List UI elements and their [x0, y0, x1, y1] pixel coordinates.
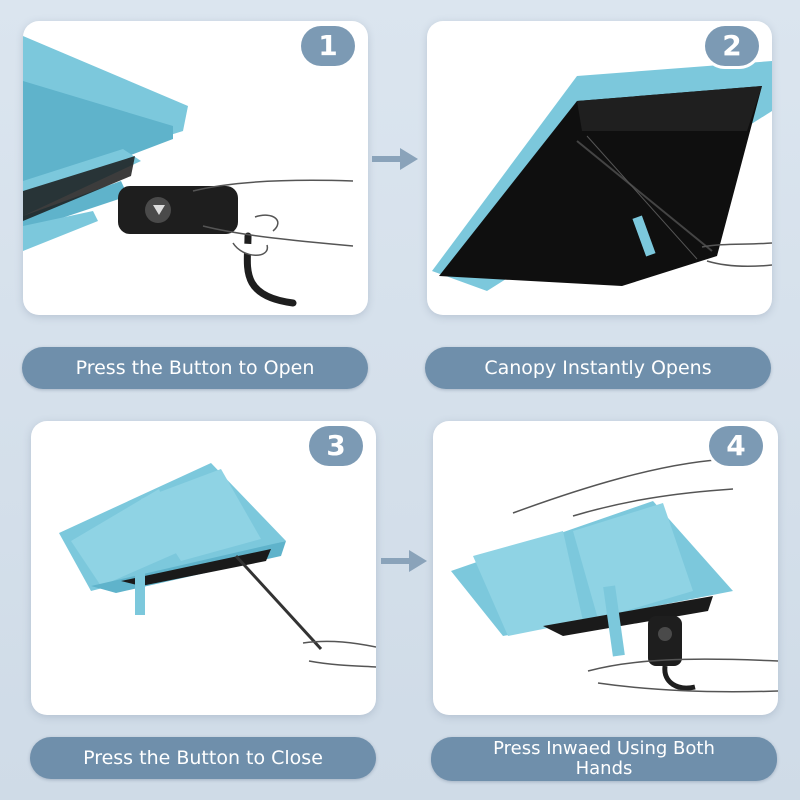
step-badge-2: 2	[705, 26, 759, 66]
step-4-caption: Press Inwaed Using Both Hands	[431, 737, 777, 781]
step-4-panel: 4	[433, 421, 778, 715]
folding-umbrella-two-hands-illustration	[451, 458, 778, 693]
step-badge-3: 3	[309, 426, 363, 466]
arrow-right-icon	[381, 550, 427, 572]
arrow-right-icon	[372, 148, 418, 170]
step-2-caption: Canopy Instantly Opens	[425, 347, 771, 389]
step-3-caption: Press the Button to Close	[30, 737, 376, 779]
step-1-caption: Press the Button to Open	[22, 347, 368, 389]
open-umbrella-illustration	[432, 61, 772, 291]
step-2-panel: 2	[427, 21, 772, 315]
step-badge-1: 1	[301, 26, 355, 66]
step-badge-4: 4	[709, 426, 763, 466]
closed-umbrella-hand-press-illustration	[23, 36, 354, 307]
step-3-panel: 3	[31, 421, 376, 715]
step-1-panel: 1	[23, 21, 368, 315]
closing-umbrella-illustration	[59, 463, 376, 668]
